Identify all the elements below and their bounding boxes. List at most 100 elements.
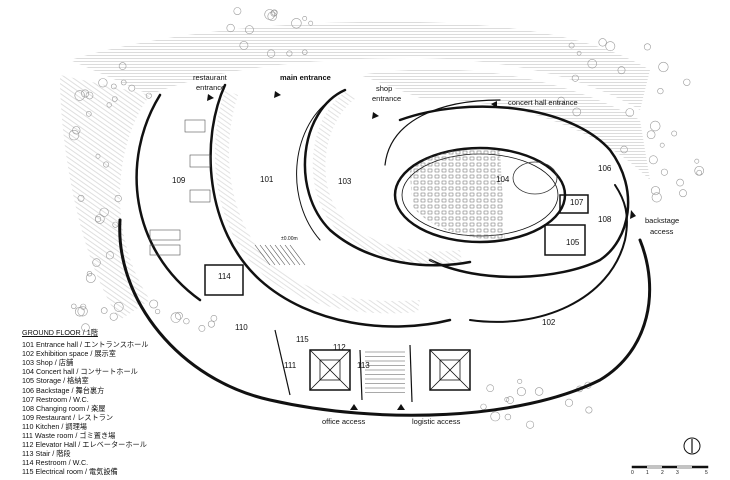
- legend-item: 110 Kitchen / 調理場: [22, 421, 87, 431]
- trees: [68, 7, 705, 429]
- tree-icon: [118, 62, 127, 70]
- tree-icon: [81, 89, 90, 98]
- tree-icon: [504, 413, 512, 421]
- tree-icon: [68, 129, 80, 141]
- legend-item: 101 Entrance hall / エントランスホール: [22, 340, 149, 350]
- tree-icon: [679, 189, 687, 198]
- stair-tread: [259, 244, 276, 266]
- tree-icon: [568, 42, 575, 49]
- backstage-arrow-icon: [630, 210, 636, 219]
- tree-icon: [149, 299, 159, 309]
- legend-item: 108 Changing room / 楽屋: [22, 403, 106, 413]
- tree-icon: [291, 18, 302, 29]
- tree-icon: [504, 397, 510, 402]
- restaurant-wall: [135, 93, 202, 302]
- concert-seating: [410, 148, 558, 240]
- tree-icon: [128, 84, 136, 92]
- restaurant-entrance-label: restaurant: [193, 73, 228, 82]
- tree-icon: [267, 11, 277, 21]
- tree-icon: [106, 102, 112, 108]
- room-104: 104: [496, 175, 510, 184]
- tree-icon: [155, 308, 161, 315]
- service-rooms: [204, 194, 589, 403]
- tree-icon: [74, 90, 85, 101]
- tree-icon: [660, 168, 668, 176]
- room-114: 114: [218, 272, 231, 281]
- room-114-box: [204, 264, 244, 296]
- legend-item: 102 Exhibition space / 展示室: [22, 349, 116, 359]
- tree-icon: [534, 387, 544, 396]
- tree-icon: [109, 312, 118, 321]
- stairs: [254, 244, 405, 393]
- room-112-box: [309, 349, 351, 391]
- tree-icon: [100, 307, 108, 314]
- tree-icon: [506, 396, 514, 404]
- tree-icon: [95, 153, 101, 159]
- tree-icon: [99, 207, 109, 217]
- room-105: 105: [566, 238, 580, 247]
- tree-icon: [587, 58, 597, 69]
- stair-tread: [254, 244, 271, 266]
- tree-icon: [646, 130, 656, 139]
- tree-icon: [308, 20, 314, 26]
- tree-icon: [120, 79, 127, 86]
- tree-icon: [571, 74, 579, 82]
- backstage-access-label: backstage: [645, 216, 679, 225]
- tree-icon: [694, 166, 705, 176]
- tree-icon: [114, 194, 122, 203]
- shop-arrow-icon: [372, 112, 379, 119]
- concert-arrow-icon: [491, 101, 497, 108]
- entrance-wall: [209, 83, 452, 328]
- tree-icon: [92, 258, 101, 267]
- stair-tread: [274, 244, 291, 266]
- tree-icon: [113, 301, 124, 312]
- shop-entrance-label-2: entrance: [372, 94, 401, 103]
- restaurant-entrance-label-2: entrance: [196, 83, 225, 92]
- legend-item: 103 Shop / 店舗: [22, 358, 74, 368]
- legend-item: 106 Backstage / 舞台裏方: [22, 385, 105, 395]
- tree-icon: [264, 9, 276, 20]
- tree-icon: [183, 318, 190, 325]
- tree-icon: [98, 78, 108, 88]
- tree-icon: [77, 194, 85, 202]
- stage: [512, 161, 558, 195]
- tree-icon: [226, 23, 235, 33]
- scale-tick: 2: [661, 470, 664, 476]
- tree-icon: [657, 87, 664, 95]
- restaurant-tables: [149, 119, 211, 256]
- scale-tick: 3: [676, 470, 679, 476]
- tree-icon: [651, 192, 662, 203]
- tree-icon: [198, 324, 206, 332]
- tree-icon: [659, 142, 665, 148]
- tree-icon: [480, 403, 487, 410]
- room-112: 112: [333, 343, 346, 352]
- tree-icon: [302, 15, 308, 21]
- tree-icon: [557, 96, 565, 105]
- tree-icon: [696, 169, 703, 176]
- legend-item: 114 Restroom / W.C.: [22, 458, 89, 468]
- tree-icon: [617, 66, 626, 75]
- tree-icon: [572, 107, 582, 117]
- legend-title: GROUND FLOOR / 1階: [22, 328, 98, 337]
- room-101: 101: [260, 175, 274, 184]
- tree-icon: [650, 186, 660, 196]
- tree-icon: [94, 216, 102, 223]
- annotations: restaurant entrance main entrance shop e…: [193, 73, 679, 426]
- scale-tick: 0: [631, 470, 634, 476]
- legend-item: 112 Elevator Hall / エレベーターホール: [22, 440, 147, 450]
- room-102: 102: [542, 318, 556, 327]
- office-arrow-icon: [350, 404, 358, 410]
- tree-icon: [671, 130, 678, 137]
- office-access-label: office access: [322, 417, 365, 426]
- tree-icon: [658, 61, 669, 73]
- tree-icon: [86, 111, 92, 117]
- tree-icon: [585, 406, 593, 414]
- room-103: 103: [338, 177, 352, 186]
- legend-item: 104 Concert hall / コンサートホール: [22, 367, 138, 377]
- room-107-box: [559, 194, 589, 214]
- tree-icon: [112, 221, 119, 228]
- tree-icon: [490, 411, 501, 422]
- tree-icon: [676, 178, 684, 187]
- tree-icon: [526, 420, 535, 429]
